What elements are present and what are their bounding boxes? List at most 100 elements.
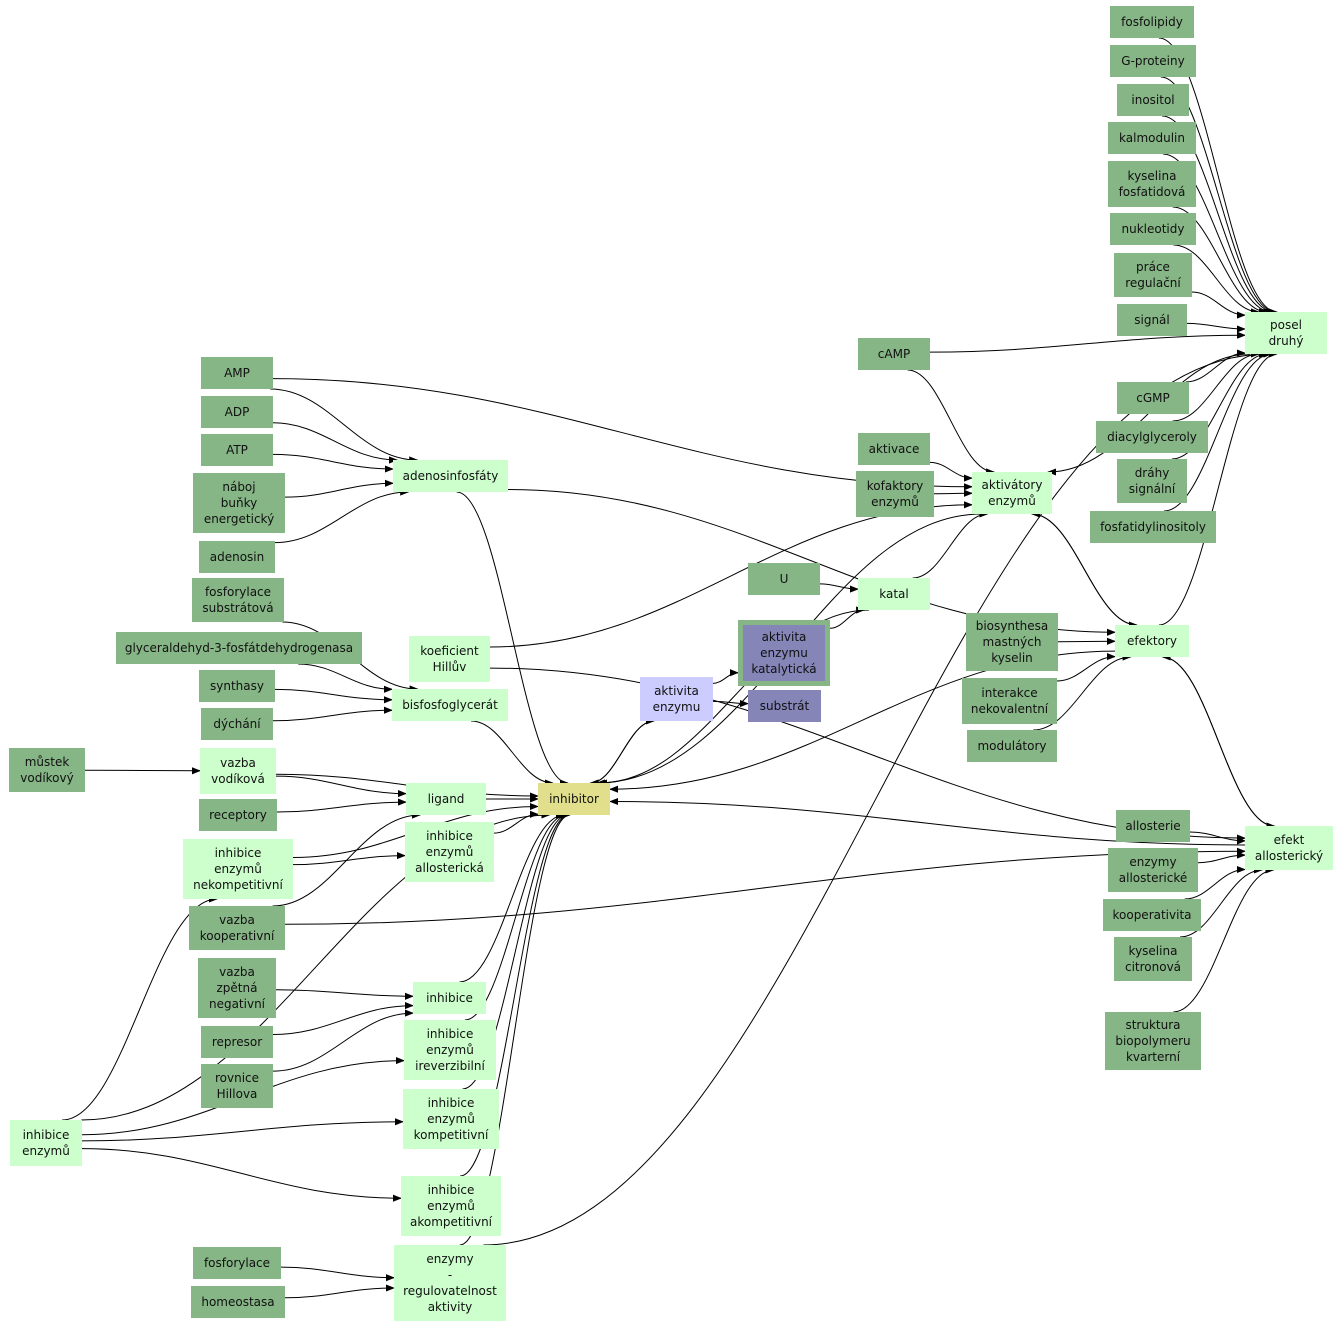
node-receptory[interactable]: receptory: [199, 799, 277, 831]
edge-katal-to-inhibitor: [598, 609, 870, 787]
edge-fosforylace-to-enzymyreg: [280, 1266, 395, 1282]
node-nukleotidy[interactable]: nukleotidy: [1110, 213, 1196, 245]
node-inhnekomp[interactable]: inhibice enzymů nekompetitivní: [183, 839, 293, 899]
node-inhallo[interactable]: inhibice enzymů allosterická: [405, 822, 494, 882]
node-adenosin[interactable]: adenosin: [199, 541, 275, 573]
edge-drahy-to-posel: [1171, 350, 1268, 460]
node-substrat[interactable]: substrát: [748, 690, 821, 722]
node-kooperativita[interactable]: kooperativita: [1103, 899, 1201, 931]
node-adp[interactable]: ADP: [201, 396, 273, 428]
node-fosforylsub[interactable]: fosforylace substrátová: [192, 578, 284, 622]
edge-inhenz-to-inhakomp: [81, 1148, 402, 1202]
node-fosforylace[interactable]: fosforylace: [193, 1247, 281, 1279]
node-mustek[interactable]: můstek vodíkový: [9, 748, 85, 792]
node-inhenz[interactable]: inhibice enzymů: [10, 1120, 82, 1166]
edge-enzallo-to-efekt: [1197, 851, 1246, 864]
node-inhkomp[interactable]: inhibice enzymů kompetitivní: [403, 1089, 499, 1149]
node-gproteiny[interactable]: G-proteiny: [1110, 45, 1196, 77]
edge-kooperativita-to-efekt: [1184, 865, 1246, 900]
edge-kysfosf-to-posel: [1172, 206, 1268, 316]
edge-efekt-to-inhibitor: [609, 797, 1246, 846]
node-inhakomp[interactable]: inhibice enzymů akompetitivní: [401, 1176, 501, 1236]
node-ligand[interactable]: ligand: [406, 783, 486, 815]
edge-modulatory-to-efektory: [1033, 653, 1132, 731]
node-inhirev[interactable]: inhibice enzymů ireverzibilní: [404, 1020, 496, 1080]
edge-koeficient-to-aktivatory: [489, 501, 973, 648]
edge-vazbazpetna-to-inhibice: [275, 989, 414, 1000]
edge-mustek-to-vazbavod: [84, 767, 201, 775]
edge-vazbakoop-to-efekt: [284, 847, 1246, 925]
node-amp[interactable]: AMP: [201, 357, 273, 389]
node-fosfatidyl[interactable]: fosfatidylinositoly: [1090, 511, 1216, 543]
node-katal[interactable]: katal: [858, 578, 930, 610]
edge-aktivatory-to-efektory: [1031, 513, 1138, 629]
node-efektory[interactable]: efektory: [1115, 625, 1189, 657]
node-bisfosfo[interactable]: bisfosfoglycerát: [392, 689, 508, 721]
node-prace[interactable]: práce regulační: [1114, 253, 1192, 297]
node-enzymyreg[interactable]: enzymy - regulovatelnost aktivity: [394, 1245, 506, 1321]
edge-interakce-to-efektory: [1056, 653, 1116, 682]
node-vazbakoop[interactable]: vazba kooperativní: [189, 906, 285, 950]
edge-prace-to-posel: [1191, 291, 1246, 319]
node-modulatory[interactable]: modulátory: [967, 730, 1057, 762]
edge-aktenz-to-aktkatal: [712, 669, 739, 684]
node-naboj[interactable]: náboj buňky energetický: [193, 473, 285, 533]
edge-inhenz-to-inhkomp: [81, 1118, 404, 1142]
node-vazbavod[interactable]: vazba vodíková: [200, 748, 276, 794]
edge-inhibice-to-inhibitor: [459, 811, 565, 983]
node-homeostasa[interactable]: homeostasa: [191, 1286, 285, 1318]
edge-inhallo-to-inhibitor: [493, 810, 539, 834]
node-fosfolipidy[interactable]: fosfolipidy: [1110, 6, 1194, 38]
edge-naboj-to-adenosinfosfaty: [284, 479, 394, 498]
node-inositol[interactable]: inositol: [1117, 84, 1189, 116]
node-koeficient[interactable]: koeficient Hillův: [409, 636, 490, 682]
node-represor[interactable]: represor: [201, 1026, 273, 1058]
node-glyceraldehyd[interactable]: glyceraldehyd-3-fosfátdehydrogenasa: [116, 632, 362, 664]
node-aktivace[interactable]: aktivace: [858, 433, 930, 465]
node-dychani[interactable]: dýchání: [201, 708, 273, 740]
edge-aktivace-to-aktivatory: [929, 461, 973, 482]
edge-aktenz-to-inhibitor: [589, 720, 655, 787]
node-posel[interactable]: posel druhý: [1245, 312, 1327, 354]
node-vazbazpetna[interactable]: vazba zpětná negativní: [198, 958, 276, 1018]
node-adenosinfosfaty[interactable]: adenosinfosfáty: [393, 460, 508, 492]
edge-adenosinfosfaty-to-inhibitor: [456, 491, 569, 787]
edge-allosterie-to-efekt: [1189, 831, 1246, 845]
edge-camp-to-posel: [929, 331, 1246, 353]
node-efekt[interactable]: efekt allosterický: [1245, 826, 1333, 870]
node-enzallo[interactable]: enzymy allosterické: [1108, 848, 1198, 892]
node-aktenz[interactable]: aktivita enzymu: [640, 677, 713, 721]
node-biosynth[interactable]: biosynthesa mastných kyselin: [966, 613, 1058, 671]
node-cgmp[interactable]: cGMP: [1117, 382, 1189, 414]
edge-represor-to-inhibice: [272, 1002, 414, 1035]
edge-vazbavod-to-ligand: [275, 775, 407, 798]
node-kalmodulin[interactable]: kalmodulin: [1108, 122, 1196, 154]
node-kofaktory[interactable]: kofaktory enzymů: [856, 471, 934, 517]
node-kysfosf[interactable]: kyselina fosfatidová: [1108, 161, 1196, 207]
edge-inhakomp-to-inhibitor: [460, 811, 571, 1177]
edge-glyceraldehyd-to-bisfosfo: [298, 663, 393, 693]
node-inhibice[interactable]: inhibice: [413, 982, 486, 1014]
node-kyscitron[interactable]: kyselina citronová: [1114, 937, 1192, 981]
edge-bisfosfo-to-inhibitor: [471, 720, 554, 787]
node-camp[interactable]: cAMP: [858, 338, 930, 370]
node-atp[interactable]: ATP: [201, 434, 273, 466]
edge-struktura-to-efekt: [1173, 866, 1275, 1013]
node-aktivatory[interactable]: aktivátory enzymů: [972, 472, 1052, 514]
node-signal[interactable]: signál: [1117, 304, 1187, 336]
edge-katal-to-aktivatory: [912, 510, 989, 579]
node-allosterie[interactable]: allosterie: [1116, 810, 1190, 842]
node-aktkatal[interactable]: aktivita enzymu katalytická: [738, 620, 830, 686]
node-inhibitor[interactable]: inhibitor: [538, 783, 610, 815]
edge-diacyl-to-posel: [1172, 350, 1260, 422]
node-diacyl[interactable]: diacylglyceroly: [1096, 421, 1208, 453]
node-drahy[interactable]: dráhy signální: [1117, 459, 1187, 503]
node-rovnice[interactable]: rovnice Hillova: [201, 1064, 273, 1108]
node-u[interactable]: U: [748, 563, 820, 595]
edge-receptory-to-ligand: [276, 798, 407, 813]
edge-efekt-to-efektory: [1161, 653, 1275, 827]
node-interakce[interactable]: interakce nekovalentní: [962, 678, 1057, 724]
node-struktura[interactable]: struktura biopolymeru kvarterní: [1105, 1012, 1201, 1070]
node-synthasy[interactable]: synthasy: [199, 670, 275, 702]
